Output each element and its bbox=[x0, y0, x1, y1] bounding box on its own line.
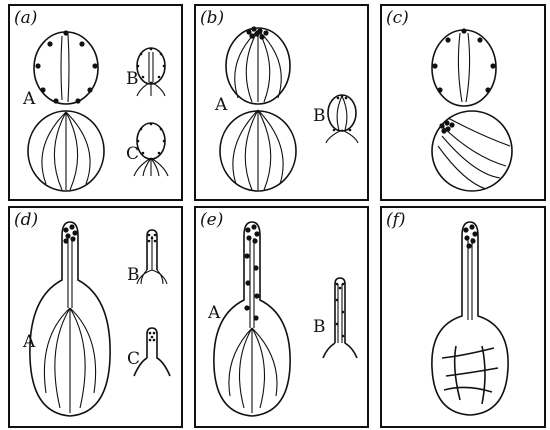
cell-label-B: B bbox=[313, 317, 326, 337]
cell-label-B: B bbox=[127, 265, 140, 285]
panel-d: (d) A B C bbox=[8, 206, 183, 428]
panel-a: (a) A B C bbox=[8, 4, 183, 201]
cell-drawing-f bbox=[382, 208, 544, 426]
cell-label-A: A bbox=[23, 89, 35, 109]
cell-label-A: A bbox=[208, 303, 220, 323]
cell-label-C: C bbox=[127, 349, 140, 369]
panel-f: (f) bbox=[380, 206, 546, 428]
cell-drawing-c bbox=[382, 6, 544, 199]
cell-label-A: A bbox=[23, 332, 35, 352]
cell-label-A: A bbox=[215, 95, 227, 115]
cell-label-B: B bbox=[126, 69, 139, 89]
cell-label-B: B bbox=[313, 106, 326, 126]
cell-drawing-e bbox=[196, 208, 367, 426]
cell-drawing-a bbox=[10, 6, 181, 199]
cell-label-C: C bbox=[126, 144, 139, 164]
panel-c: (c) bbox=[380, 4, 546, 201]
panel-b: (b) A B bbox=[194, 4, 369, 201]
cell-drawing-d bbox=[10, 208, 181, 426]
panel-e: (e) A B bbox=[194, 206, 369, 428]
